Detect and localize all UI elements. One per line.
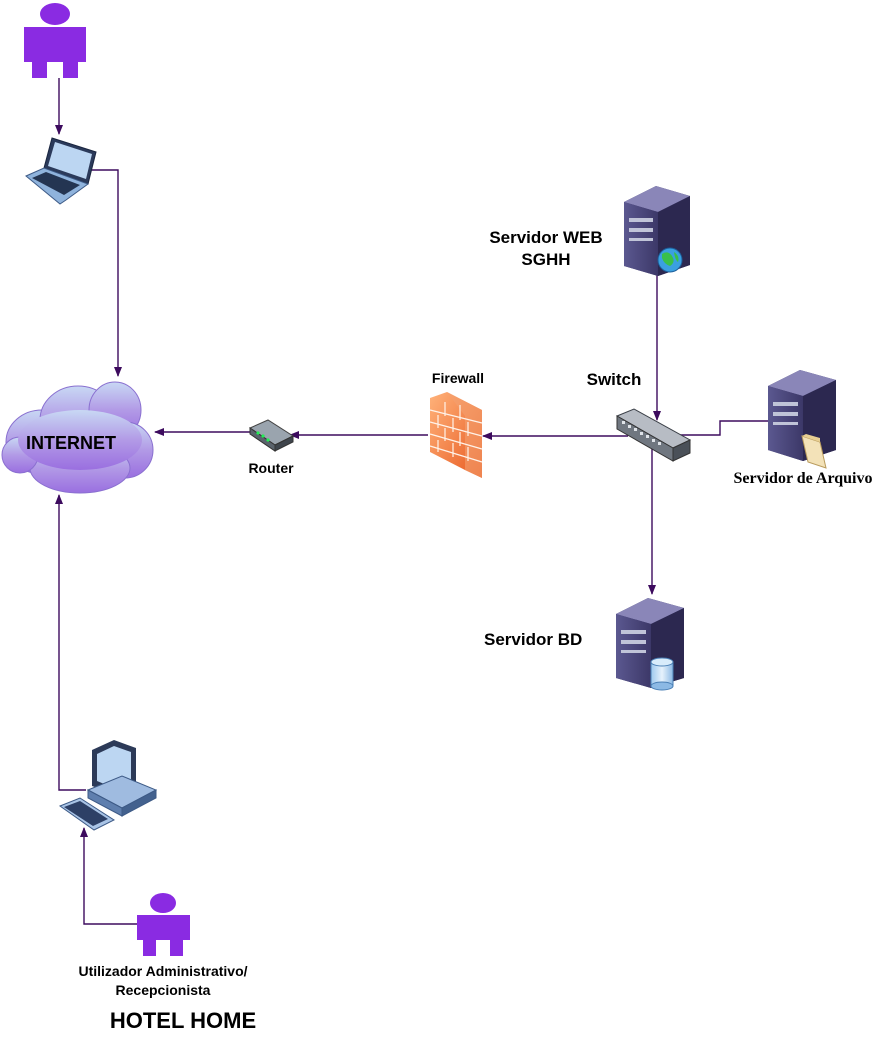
link-admin-to-desktop xyxy=(80,827,140,925)
person-icon xyxy=(24,3,86,78)
router-icon xyxy=(248,419,295,452)
web-server-label-line2: SGHH xyxy=(521,250,571,269)
router-label: Router xyxy=(248,460,294,476)
admin-user-label-line1: Utilizador Administrativo/ xyxy=(78,963,248,979)
link-laptop-to-internet xyxy=(90,169,122,377)
database-server-icon xyxy=(616,598,684,691)
connections xyxy=(55,78,792,925)
desktop-computer-icon xyxy=(58,740,158,831)
file-server-icon xyxy=(768,370,836,469)
admin-user-label-line2: Recepcionista xyxy=(115,982,211,998)
admin-user-label: Utilizador Administrativo/ Recepcionista xyxy=(78,962,247,1000)
firewall-label: Firewall xyxy=(431,370,485,386)
firewall-icon xyxy=(429,392,483,478)
web-server-label-line1: Servidor WEB xyxy=(489,228,603,247)
web-server-icon xyxy=(624,186,690,276)
cloud-icon xyxy=(1,381,154,494)
hotel-title: HOTEL HOME xyxy=(109,1008,257,1033)
person-icon xyxy=(137,893,190,956)
web-server-label: Servidor WEB SGHH xyxy=(489,227,602,271)
internet-label: INTERNET xyxy=(26,433,116,453)
db-server-label: Servidor BD xyxy=(484,630,583,649)
switch-label: Switch xyxy=(586,370,642,389)
switch-icon xyxy=(615,408,692,462)
link-fileserver-to-switch xyxy=(654,420,792,439)
file-server-label: Servidor de Arquivo xyxy=(733,470,873,487)
link-desktop-to-internet xyxy=(55,494,86,791)
laptop-icon xyxy=(25,137,97,205)
